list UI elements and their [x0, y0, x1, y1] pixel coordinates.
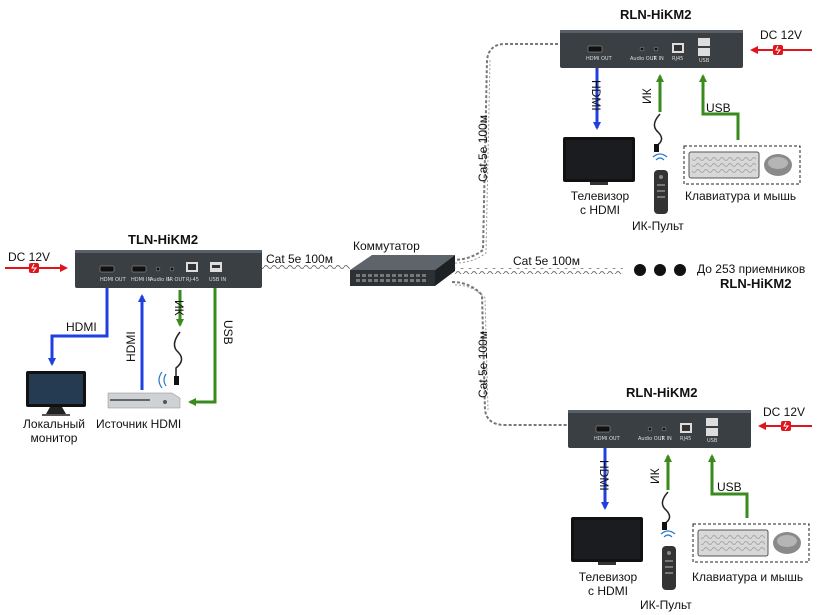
- tx-port-hdmi-out: HDMI OUT: [100, 277, 126, 283]
- dc-label-tx: DC 12V: [8, 250, 51, 264]
- rx-bottom-port-audio-out: Audio OUT: [638, 436, 665, 442]
- cat5-cable-top-receiver: [451, 43, 560, 264]
- ir-remote-label-bottom: ИК-Пульт: [640, 598, 692, 612]
- ir-sensor-cable-tx: [173, 331, 183, 385]
- ir-remote-icon-top: [654, 170, 668, 214]
- usb-label-rx-top: USB: [706, 101, 731, 115]
- more-receivers-model: RLN-HiKM2: [720, 276, 792, 291]
- rx-top-port-usb: USB: [699, 58, 710, 64]
- power-arrow-rx-bottom: [758, 421, 812, 431]
- cat5-cable-bottom-receiver: [451, 281, 568, 426]
- ir-sensor-cable-rx-bottom: [661, 491, 671, 530]
- hdmi-label-rx-bottom: HDMI: [597, 460, 611, 491]
- local-monitor-icon: [26, 371, 86, 416]
- tx-port-usb-in: USB IN: [209, 277, 227, 283]
- cat5-cable-switch-right: [455, 268, 623, 274]
- local-monitor-label-2: монитор: [30, 431, 78, 445]
- switch-label: Коммутатор: [353, 239, 420, 253]
- ir-label-tx: ИК: [172, 300, 186, 316]
- power-arrow-rx-top: [750, 45, 812, 55]
- rx-bottom-port-usb: USB: [707, 438, 718, 444]
- tv-label-top-2: с HDMI: [580, 203, 620, 217]
- ir-wave-icon-rx-top: [652, 153, 668, 161]
- transmitter-device: [75, 250, 262, 288]
- receiver-bottom-device: [568, 410, 751, 448]
- cable-label-bottom: Cat 5e 100м: [476, 331, 490, 398]
- tv-label-bottom-2: с HDMI: [588, 584, 628, 598]
- ir-label-rx-bottom: ИК: [648, 468, 662, 484]
- dc-label-rx-top: DC 12V: [760, 28, 803, 42]
- rx-top-port-audio-out: Audio OUT: [630, 56, 657, 62]
- usb-label-rx-bottom: USB: [717, 480, 742, 494]
- power-arrow-tx: [5, 263, 68, 273]
- rx-bottom-port-rj45: RJ45: [680, 436, 692, 442]
- cat5-cable-tx-switch: [258, 265, 350, 271]
- dc-label-rx-bottom: DC 12V: [763, 405, 806, 419]
- keyboard-mouse-icon-top: [683, 145, 801, 185]
- rx-top-port-rj45: RJ45: [672, 56, 684, 62]
- hdmi-label-source: HDMI: [124, 331, 138, 362]
- keyboard-mouse-icon-bottom: [692, 523, 810, 563]
- receiver-bottom-title: RLN-HiKM2: [626, 385, 698, 400]
- rx-top-port-hdmi-out: HDMI OUT: [586, 56, 612, 62]
- ir-remote-icon-bottom: [662, 546, 676, 590]
- more-receivers-dots: [634, 264, 686, 276]
- cable-label-switch-right: Cat 5e 100м: [513, 254, 580, 268]
- usb-arrow-rx-top: [699, 74, 740, 140]
- usb-label-tx: USB: [221, 320, 235, 345]
- network-switch: [350, 255, 455, 286]
- hdmi-label-rx-top: HDMI: [589, 80, 603, 111]
- ir-wave-icon-tx: [158, 371, 167, 389]
- hdmi-label-monitor: HDMI: [66, 320, 97, 334]
- transmitter-title: TLN-HiKM2: [128, 232, 199, 247]
- kbd-mouse-label-top: Клавиатура и мышь: [685, 189, 797, 203]
- rx-bottom-port-hdmi-out: HDMI OUT: [594, 436, 620, 442]
- hdmi-source-icon: [107, 392, 181, 409]
- ir-label-rx-top: ИК: [640, 88, 654, 104]
- tv-icon-bottom: [571, 517, 643, 565]
- cable-label-top: Cat 5e 100м: [476, 115, 490, 182]
- tx-port-hdmi-in: HDMI IN: [131, 277, 152, 283]
- ir-sensor-cable-rx-top: [653, 113, 663, 152]
- tv-label-bottom-1: Телевизор: [578, 570, 638, 584]
- tx-port-audio-in: Audio IN: [150, 277, 172, 283]
- tx-port-rj45: RJ-45: [186, 277, 199, 283]
- hdmi-arrow-to-monitor: [48, 288, 109, 366]
- usb-arrow-rx-bottom: [708, 454, 749, 518]
- receiver-top-device: [560, 30, 743, 68]
- local-monitor-label-1: Локальный: [23, 417, 85, 431]
- usb-arrow-tx: [188, 288, 217, 406]
- tv-icon-top: [563, 137, 635, 185]
- ir-wave-icon-rx-bottom: [660, 530, 676, 538]
- ir-remote-label-top: ИК-Пульт: [632, 219, 684, 233]
- rx-bottom-port-ir-in: IR IN: [660, 436, 672, 442]
- cable-label-tx-switch: Cat 5e 100м: [266, 252, 333, 266]
- rx-top-port-ir-in: IR IN: [652, 56, 664, 62]
- tx-port-ir-out: IR OUT: [168, 277, 186, 283]
- receiver-top-title: RLN-HiKM2: [620, 7, 692, 22]
- tv-label-top-1: Телевизор: [570, 189, 630, 203]
- kbd-mouse-label-bottom: Клавиатура и мышь: [692, 570, 804, 584]
- more-receivers-label: До 253 приемников: [697, 262, 806, 276]
- hdmi-source-label: Источник HDMI: [96, 417, 182, 431]
